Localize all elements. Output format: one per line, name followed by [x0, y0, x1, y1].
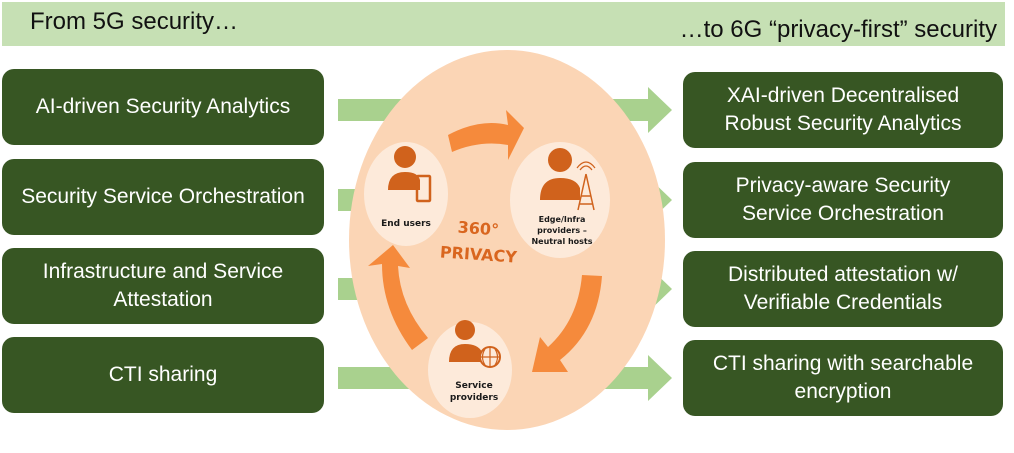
- left-item-label: Security Service Orchestration: [21, 185, 305, 208]
- left-item-ai-security-analytics: AI-driven Security Analytics: [2, 69, 324, 145]
- left-item-label: CTI sharing: [108, 363, 218, 386]
- right-item-label: XAI-driven Decentralised Robust Security…: [724, 84, 962, 135]
- privacy-title-line1: 360°: [457, 218, 500, 240]
- right-item-cti-searchable-encryption: CTI sharing with searchable encryption: [683, 340, 1003, 416]
- right-item-label: Privacy-aware Security Service Orchestra…: [735, 174, 951, 225]
- person-with-phone-icon: [388, 146, 432, 203]
- privacy-circle: [349, 50, 665, 430]
- right-item-privacy-aware-orchestration: Privacy-aware Security Service Orchestra…: [683, 162, 1003, 238]
- header-banner: From 5G security… …to 6G “privacy-first”…: [2, 2, 1005, 46]
- left-item-infrastructure-attestation: Infrastructure and Service Attestation: [2, 248, 324, 324]
- left-item-label: AI-driven Security Analytics: [35, 95, 291, 118]
- node-service-providers: Service providers: [428, 320, 512, 418]
- person-with-globe-icon: [449, 320, 501, 368]
- left-item-security-service-orchestration: Security Service Orchestration: [2, 159, 324, 235]
- to-6g-title: …to 6G “privacy-first” security: [679, 16, 997, 43]
- node-label-edge-line2: providers –: [537, 226, 587, 235]
- node-label-service-line1: Service: [455, 381, 492, 391]
- node-label-service-line2: providers: [450, 393, 498, 403]
- right-item-distributed-attestation: Distributed attestation w/ Verifiable Cr…: [683, 251, 1003, 327]
- right-item-xai-security-analytics: XAI-driven Decentralised Robust Security…: [683, 72, 1003, 148]
- node-edge-infra-providers: Edge/Infra providers – Neutral hosts: [510, 142, 610, 258]
- left-item-label: Infrastructure and Service Attestation: [42, 260, 284, 311]
- node-label-end-users: End users: [381, 219, 431, 229]
- cycle-arrow-left: [368, 245, 428, 350]
- node-label-edge-line3: Neutral hosts: [531, 237, 592, 246]
- node-end-users: End users: [364, 142, 448, 246]
- right-item-label: Distributed attestation w/ Verifiable Cr…: [728, 263, 958, 314]
- from-5g-title: From 5G security…: [30, 8, 239, 35]
- node-label-edge-line1: Edge/Infra: [539, 215, 586, 224]
- person-with-antenna-tower-icon: [540, 148, 596, 211]
- right-item-label: CTI sharing with searchable encryption: [712, 352, 974, 403]
- cycle-arrow-right: [532, 275, 602, 372]
- cycle-arrow-top: [448, 110, 524, 160]
- left-item-cti-sharing: CTI sharing: [2, 337, 324, 413]
